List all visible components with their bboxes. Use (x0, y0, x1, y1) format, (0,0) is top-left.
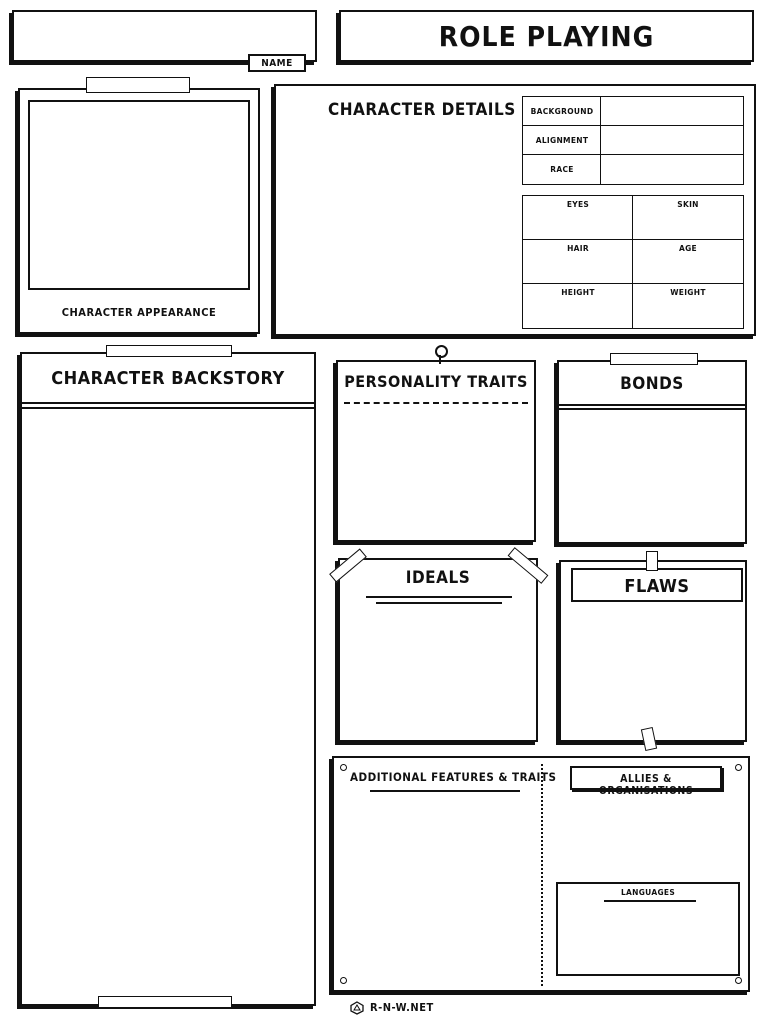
skin-label: SKIN (677, 200, 699, 209)
eyes-label: EYES (566, 200, 590, 209)
hair-cell[interactable]: HAIR (522, 239, 634, 285)
name-label-tag: NAME (248, 54, 306, 72)
bonds-title: BONDS (620, 374, 684, 394)
alignment-field[interactable] (600, 125, 744, 156)
title-banner: ROLE PLAYING (339, 10, 754, 62)
background-label-cell: BACKGROUND (522, 96, 602, 127)
eyes-cell[interactable]: EYES (522, 195, 634, 241)
features-panel[interactable]: ADDITIONAL FEATURES & TRAITS ALLIES & OR… (332, 756, 750, 992)
bonds-tape (610, 353, 698, 365)
backstory-panel[interactable]: CHARACTER BACKSTORY (20, 352, 316, 1006)
bonds-panel[interactable]: BONDS (557, 360, 747, 544)
languages-underline (604, 900, 696, 902)
features-underline (370, 790, 520, 792)
backstory-divider-2 (22, 407, 314, 409)
backstory-title: CHARACTER BACKSTORY (51, 368, 285, 389)
backstory-tape-top (106, 345, 232, 357)
features-dotted-divider (541, 764, 543, 986)
languages-label: LANGUAGES (620, 888, 676, 897)
height-label: HEIGHT (561, 288, 595, 297)
personality-title: PERSONALITY TRAITS (344, 372, 528, 391)
languages-box[interactable]: LANGUAGES (556, 882, 740, 976)
allies-title-box: ALLIES & ORGANISATIONS (570, 766, 722, 797)
details-rows: BACKGROUND ALIGNMENT RACE (522, 96, 744, 186)
physical-grid: EYES SKIN HAIR AGE HEIGHT WEIGHT (522, 195, 744, 329)
ideals-title: IDEALS (405, 568, 471, 588)
d20-dice-icon (350, 1001, 364, 1015)
age-cell[interactable]: AGE (632, 239, 744, 285)
age-label: AGE (679, 244, 697, 253)
appearance-tape (86, 77, 190, 93)
flaws-tape-top (646, 551, 658, 571)
personality-panel[interactable]: PERSONALITY TRAITS (336, 360, 536, 542)
name-field[interactable] (12, 10, 317, 62)
pushpin-icon (435, 345, 448, 358)
ideals-panel[interactable]: IDEALS (338, 558, 538, 742)
weight-cell[interactable]: WEIGHT (632, 283, 744, 329)
pin-icon-bottom-right (735, 977, 742, 984)
flaws-title: FLAWS (624, 576, 690, 597)
skin-cell[interactable]: SKIN (632, 195, 744, 241)
flaws-panel[interactable]: FLAWS (559, 560, 747, 742)
page-title: ROLE PLAYING (438, 20, 655, 53)
appearance-frame: CHARACTER APPEARANCE (18, 88, 260, 334)
allies-title: ALLIES & ORGANISATIONS (598, 773, 694, 797)
ideals-underline (366, 596, 512, 598)
bonds-divider (559, 404, 745, 406)
personality-dashed-line (344, 402, 528, 404)
background-label: BACKGROUND (530, 107, 594, 116)
hair-label: HAIR (567, 244, 589, 253)
background-field[interactable] (600, 96, 744, 127)
appearance-image-area[interactable] (28, 100, 250, 290)
race-label: RACE (550, 165, 574, 174)
name-label: NAME (261, 58, 293, 69)
race-label-cell: RACE (522, 154, 602, 185)
footer-credit-text[interactable]: R-N-W.NET (370, 1001, 434, 1014)
pushpin-needle (439, 355, 441, 364)
alignment-label-cell: ALIGNMENT (522, 125, 602, 156)
height-cell[interactable]: HEIGHT (522, 283, 634, 329)
features-title: ADDITIONAL FEATURES & TRAITS (350, 770, 557, 784)
weight-label: WEIGHT (670, 288, 706, 297)
flaws-title-box: FLAWS (571, 568, 743, 602)
pin-icon-top-left (340, 764, 347, 771)
appearance-label: CHARACTER APPEARANCE (61, 306, 217, 319)
ideals-underline-2 (376, 602, 502, 604)
details-title: CHARACTER DETAILS (328, 100, 516, 120)
bonds-divider-2 (559, 408, 745, 410)
backstory-divider (22, 402, 314, 404)
pin-icon-bottom-left (340, 977, 347, 984)
race-field[interactable] (600, 154, 744, 185)
backstory-tape-bottom (98, 996, 232, 1008)
alignment-label: ALIGNMENT (535, 136, 589, 145)
pin-icon-top-right (735, 764, 742, 771)
